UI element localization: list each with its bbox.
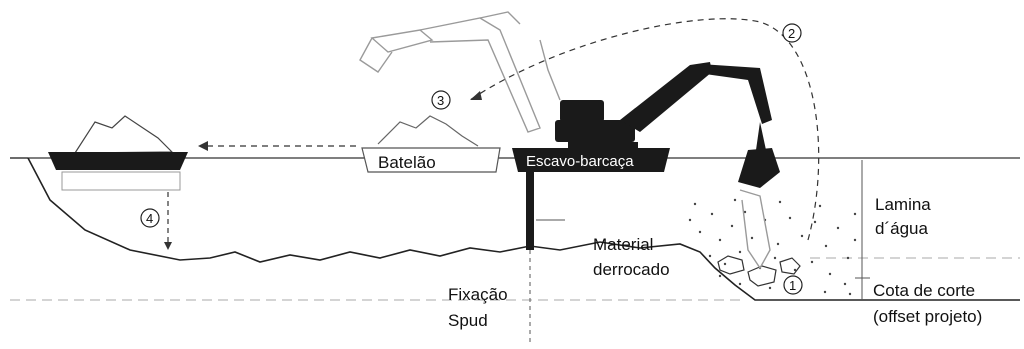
arrowhead-left [198, 141, 208, 151]
svg-text:3: 3 [437, 93, 444, 108]
fixacao-label-1: Fixação [448, 285, 508, 304]
arrowhead-step2 [470, 91, 482, 100]
excavator-ghost-arm [359, 11, 771, 270]
escavo-barcaca-label: Escavo-barcaça [526, 153, 634, 170]
arrow-step2 [469, 18, 820, 241]
batelao-barge: Batelão [361, 115, 501, 173]
svg-text:1: 1 [789, 278, 796, 293]
step-marker-2: 2 [782, 23, 802, 43]
step-marker-1: 1 [783, 275, 803, 295]
excavator-active [555, 62, 780, 188]
material-label-1: Material [593, 235, 653, 254]
cota-label-1: Cota de corte [873, 281, 975, 300]
lamina-label-1: Lamina [875, 195, 931, 214]
escavo-barcaca-hull: Escavo-barcaça [512, 148, 670, 172]
step-marker-3: 3 [431, 90, 451, 110]
spud-pole [526, 172, 534, 250]
arrowhead-step4 [164, 242, 172, 250]
step-marker-4: 4 [140, 208, 160, 228]
svg-text:4: 4 [146, 211, 153, 226]
rubble-material [688, 198, 857, 296]
cota-label-2: (offset projeto) [873, 307, 982, 326]
material-label-2: derrocado [593, 260, 670, 279]
loaded-barge-left [48, 115, 188, 191]
lamina-label-2: d´água [875, 219, 928, 238]
svg-text:2: 2 [788, 26, 795, 41]
seabed-profile [27, 157, 1020, 301]
fixacao-label-2: Spud [448, 311, 488, 330]
rock-blocks [717, 255, 801, 287]
batelao-label: Batelão [378, 153, 436, 172]
